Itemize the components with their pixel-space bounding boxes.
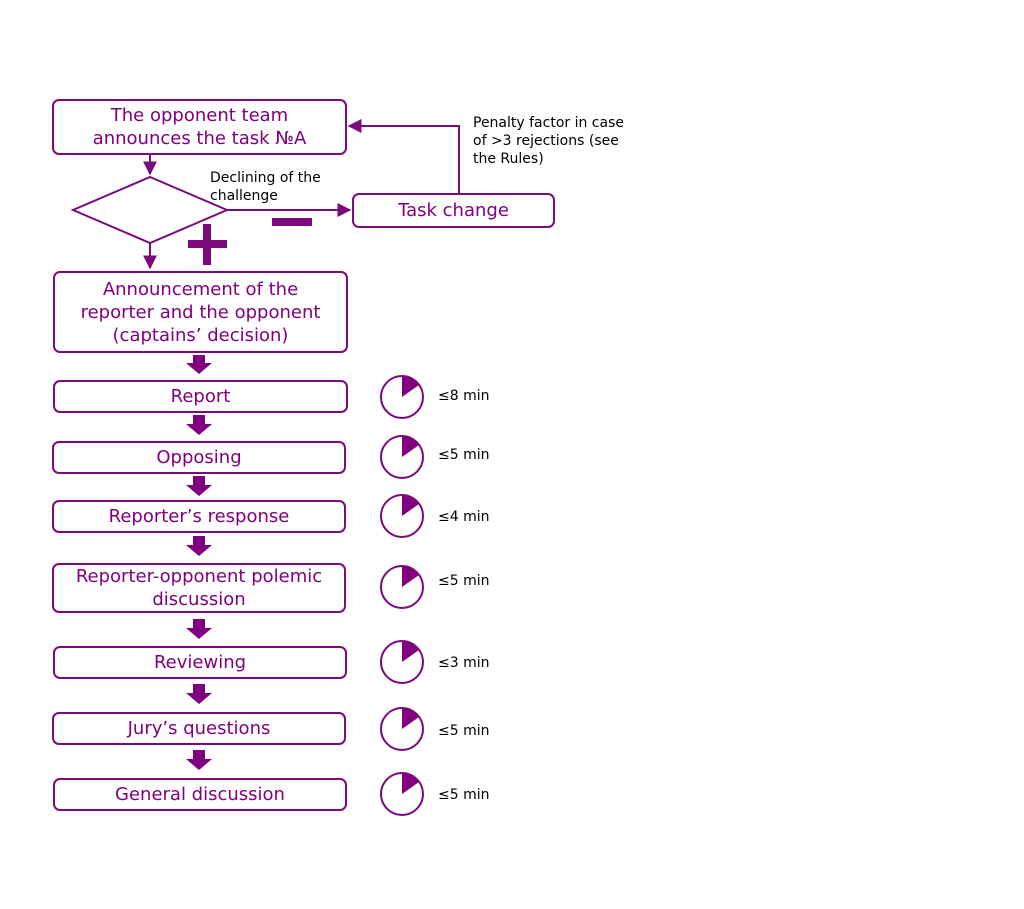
stage-reviewing-box: Reviewing xyxy=(53,646,347,679)
clock-timer-icon xyxy=(380,565,424,609)
down-arrow-icon xyxy=(186,476,212,496)
stage-reporters-response-box: Reporter’s response xyxy=(52,500,346,533)
clock-timer-icon xyxy=(380,640,424,684)
stage-polemic-discussion-box: Reporter-opponent polemic discussion xyxy=(52,563,346,613)
penalty-note-line2: of >3 rejections (see xyxy=(473,133,619,149)
down-arrow-icon xyxy=(186,415,212,435)
penalty-note-line3: the Rules) xyxy=(473,151,544,167)
clock-timer-icon xyxy=(380,494,424,538)
minus-icon xyxy=(272,218,312,226)
opponent-announces-task-line1: The opponent team xyxy=(110,105,289,126)
time-limit-reviewing: ≤3 min xyxy=(438,655,490,671)
clock-timer-icon xyxy=(380,435,424,479)
opponent-announces-task-line2: announces the task №A xyxy=(92,128,307,149)
down-arrow-icon xyxy=(186,684,212,704)
announcement-line2: reporter and the opponent xyxy=(80,301,321,323)
stage-general-discussion-box: General discussion xyxy=(53,778,347,811)
stage-polemic-line2: discussion xyxy=(152,589,246,610)
declining-challenge-label: Declining of the challenge xyxy=(210,169,350,205)
down-arrow-icon xyxy=(186,619,212,639)
declining-label-line1: Declining of the xyxy=(210,170,321,186)
time-limit-polemic-discussion: ≤5 min xyxy=(438,573,490,589)
opponent-announces-task-box: The opponent team announces the task №A xyxy=(52,99,347,155)
down-arrow-icon xyxy=(186,355,212,374)
announcement-box: Announcement of the reporter and the opp… xyxy=(53,271,348,353)
stage-reporters-response-label: Reporter’s response xyxy=(108,506,290,527)
stage-opposing-box: Opposing xyxy=(52,441,346,474)
declining-label-line2: challenge xyxy=(210,188,278,204)
time-limit-reporters-response: ≤4 min xyxy=(438,509,490,525)
down-arrow-icon xyxy=(186,536,212,556)
announcement-line3: (captains’ decision) xyxy=(112,324,289,346)
stage-jury-questions-box: Jury’s questions xyxy=(52,712,346,745)
time-limit-jury-questions: ≤5 min xyxy=(438,723,490,739)
clock-timer-icon xyxy=(380,772,424,816)
time-limit-general-discussion: ≤5 min xyxy=(438,787,490,803)
plus-icon xyxy=(188,224,227,265)
task-change-box: Task change xyxy=(352,193,555,228)
stage-reviewing-label: Reviewing xyxy=(153,652,247,673)
stage-report-label: Report xyxy=(170,386,231,407)
announcement-line1: Announcement of the xyxy=(102,278,299,300)
connector-task-change-to-top xyxy=(347,119,460,193)
penalty-note-line1: Penalty factor in case xyxy=(473,115,624,131)
time-limit-opposing: ≤5 min xyxy=(438,447,490,463)
time-limit-report: ≤8 min xyxy=(438,388,490,404)
stage-polemic-line1: Reporter-opponent polemic xyxy=(75,566,323,587)
task-change-label: Task change xyxy=(398,200,509,221)
down-arrow-icon xyxy=(186,750,212,770)
stage-general-discussion-label: General discussion xyxy=(115,784,285,805)
stage-jury-questions-label: Jury’s questions xyxy=(127,718,271,739)
clock-timer-icon xyxy=(380,375,424,419)
stage-opposing-label: Opposing xyxy=(156,447,242,468)
clock-timer-icon xyxy=(380,707,424,751)
stage-report-box: Report xyxy=(53,380,348,413)
penalty-factor-note: Penalty factor in case of >3 rejections … xyxy=(473,114,648,168)
